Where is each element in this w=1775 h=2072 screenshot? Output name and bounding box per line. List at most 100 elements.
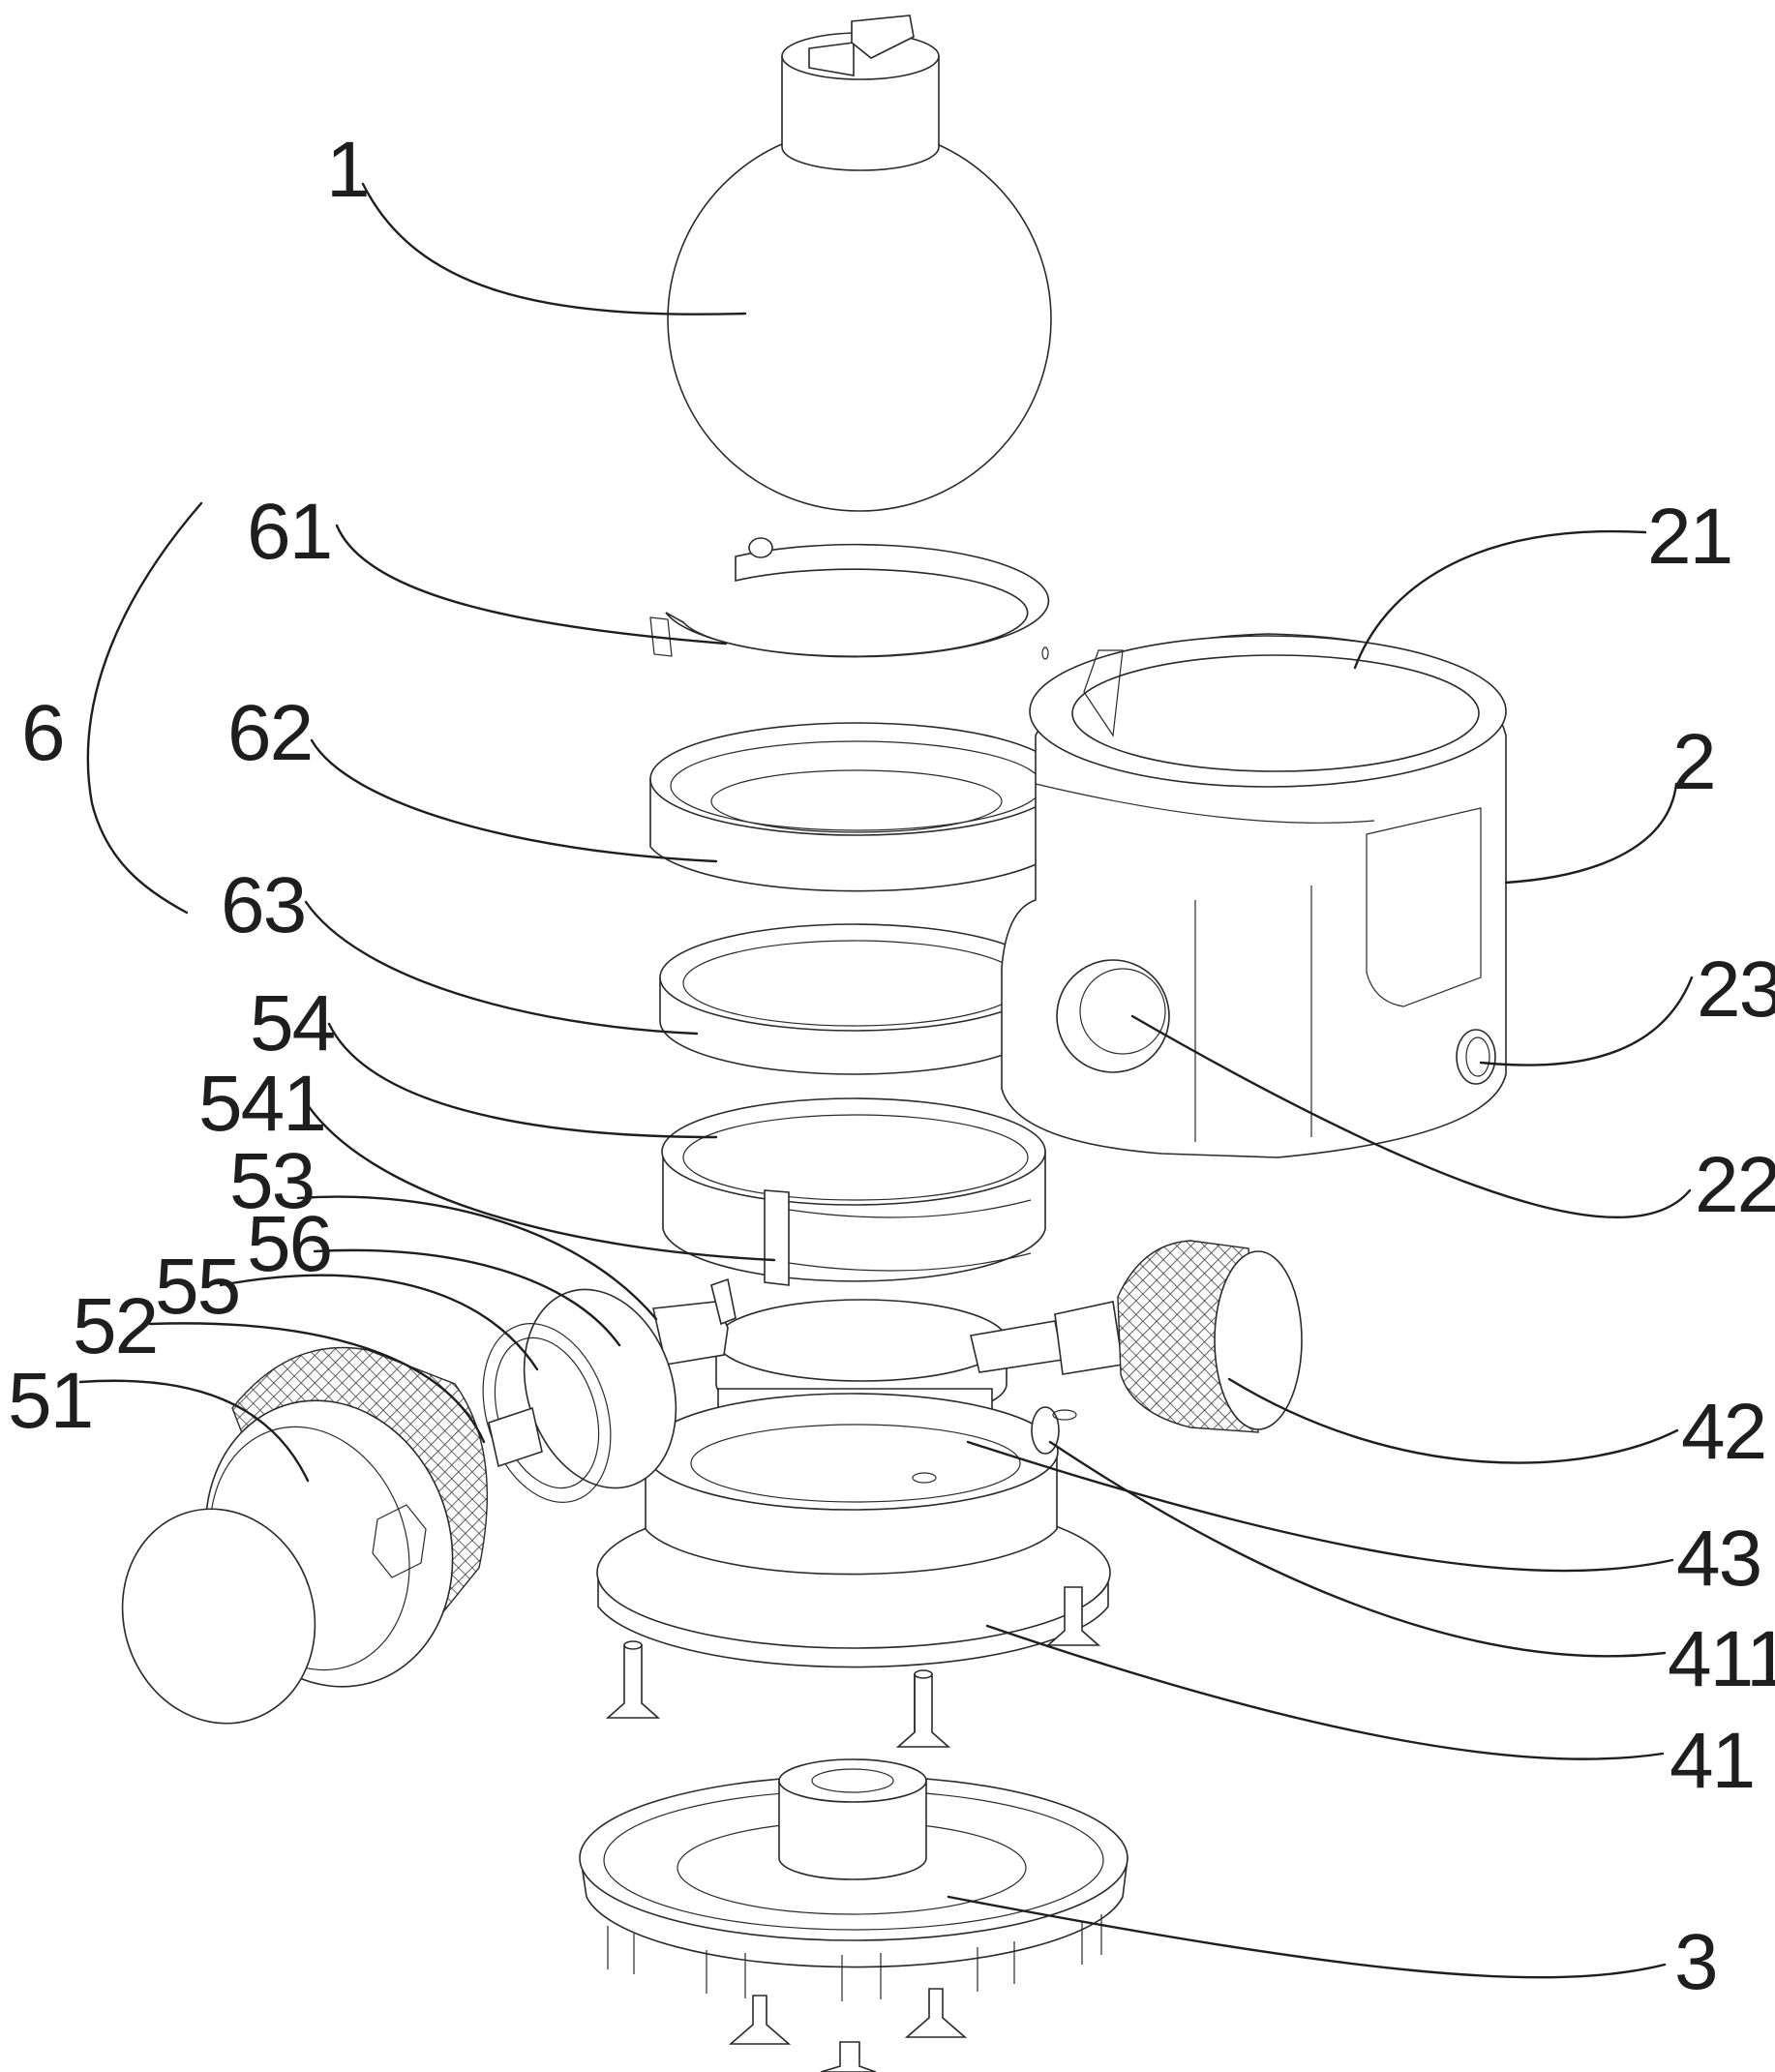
- open-ring-end: [649, 616, 673, 657]
- group-6-bracket: [86, 501, 203, 915]
- base-plate-part: [579, 1674, 1128, 2001]
- right-shaft-collar: [1054, 1301, 1124, 1375]
- split-ring-part: [661, 1097, 1046, 1286]
- seat-hole-411: [1031, 1406, 1060, 1455]
- screw: [1045, 1586, 1101, 1646]
- leader-42: [1227, 1377, 1679, 1464]
- neck-slot-key-left: [808, 42, 855, 76]
- housing-side-slot: [1366, 807, 1482, 1007]
- seat-inner: [690, 1424, 1021, 1503]
- split-ring-inner: [682, 1114, 1029, 1201]
- knob-shaft-52: [488, 1406, 543, 1468]
- screw: [605, 1644, 661, 1719]
- clamp-knob-cap: [121, 1508, 316, 1725]
- hex-socket: [372, 1504, 427, 1578]
- leader-2: [1504, 782, 1678, 885]
- label-41: 41: [1670, 1717, 1754, 1805]
- open-ring-part: [649, 537, 1050, 660]
- label-23: 23: [1697, 946, 1775, 1034]
- leader-56: [313, 1248, 621, 1347]
- leader-23: [1479, 976, 1694, 1066]
- label-22: 22: [1695, 1141, 1775, 1229]
- label-52: 52: [73, 1282, 157, 1370]
- leader-411: [1048, 1440, 1667, 1658]
- screw: [904, 1988, 968, 2038]
- flange-hole-mid: [912, 1472, 937, 1484]
- screw: [728, 1995, 792, 2045]
- housing-bore-key: [1083, 649, 1124, 737]
- split-ring-gap-541: [764, 1189, 790, 1286]
- leader-54: [327, 1022, 718, 1139]
- leader-53: [296, 1195, 658, 1321]
- side-hole-22-inner: [1079, 968, 1166, 1055]
- base-hub-bore: [811, 1768, 894, 1793]
- base-hub: [778, 1780, 927, 1880]
- screw: [820, 2041, 877, 2072]
- open-ring-hole: [1041, 646, 1049, 660]
- base-hub-top: [778, 1758, 927, 1803]
- label-56: 56: [247, 1200, 331, 1288]
- split-ring-band: [788, 1199, 1032, 1272]
- sleeve-55-mouth: [482, 1323, 612, 1503]
- label-62: 62: [227, 689, 312, 777]
- leader-43: [966, 1440, 1674, 1573]
- label-53: 53: [229, 1137, 314, 1225]
- reference-labels: 1 61 6 62 63 54 541 53 56 55 52 51 21 2 …: [8, 126, 1775, 2006]
- upper-ring-seat: [710, 769, 1003, 833]
- label-55: 55: [155, 1243, 239, 1331]
- housing-part: [1001, 633, 1507, 1158]
- housing-bore-opening: [1071, 654, 1480, 772]
- leader-21: [1353, 529, 1647, 670]
- upper-ring-top: [649, 722, 1064, 836]
- label-54: 54: [250, 979, 335, 1067]
- upper-bearing-ring-part: [649, 722, 1064, 892]
- label-51: 51: [8, 1357, 92, 1445]
- leader-61: [335, 524, 728, 646]
- column-upper-disc-top: [715, 1299, 1008, 1382]
- label-2: 2: [1672, 718, 1715, 806]
- leader-63: [304, 900, 699, 1036]
- screw: [895, 1673, 951, 1748]
- leader-52: [148, 1322, 486, 1444]
- left-shaft-flat: [710, 1277, 737, 1326]
- housing-shoulder-line: [1035, 783, 1375, 824]
- grip-notch: [607, 1926, 635, 1974]
- leader-51: [78, 1379, 310, 1483]
- leader-22: [1130, 1014, 1692, 1219]
- left-clamp-assembly: [121, 1288, 677, 1725]
- grip-notch: [841, 1953, 882, 2001]
- leader-55: [219, 1274, 539, 1371]
- screw-top: [914, 1669, 933, 1679]
- ball-head-part: [667, 15, 1052, 512]
- label-541: 541: [198, 1060, 325, 1148]
- leader-41: [985, 1624, 1665, 1760]
- screw-hole-23-inner: [1465, 1036, 1490, 1077]
- open-ring-body: [665, 543, 1050, 658]
- side-hole-22: [1056, 959, 1170, 1073]
- screws-lower: [728, 1988, 968, 2072]
- grip-notch: [977, 1941, 1015, 1992]
- base-grip-notches: [607, 1914, 1102, 2001]
- label-411: 411: [1668, 1615, 1775, 1703]
- grip-notch: [1081, 1914, 1102, 1965]
- leader-1: [361, 182, 747, 315]
- screws-upper: [605, 1586, 1101, 1748]
- label-1: 1: [326, 126, 369, 214]
- leader-541: [306, 1103, 776, 1262]
- locking-knob-42-part: [1117, 1240, 1303, 1433]
- split-ring-top: [661, 1097, 1046, 1206]
- ball-sphere: [667, 127, 1052, 512]
- housing-flat-face: [1194, 886, 1312, 1142]
- ball-neck: [781, 55, 940, 171]
- flange-hole-right: [1052, 1409, 1077, 1421]
- leader-3: [947, 1895, 1667, 1979]
- open-ring-pin: [748, 537, 773, 558]
- leader-62: [310, 738, 718, 863]
- knob-42-face: [1214, 1250, 1303, 1430]
- label-3: 3: [1674, 1918, 1717, 2006]
- label-6: 6: [21, 689, 64, 777]
- screw-top: [623, 1640, 643, 1650]
- label-21: 21: [1647, 493, 1731, 581]
- label-42: 42: [1681, 1388, 1765, 1476]
